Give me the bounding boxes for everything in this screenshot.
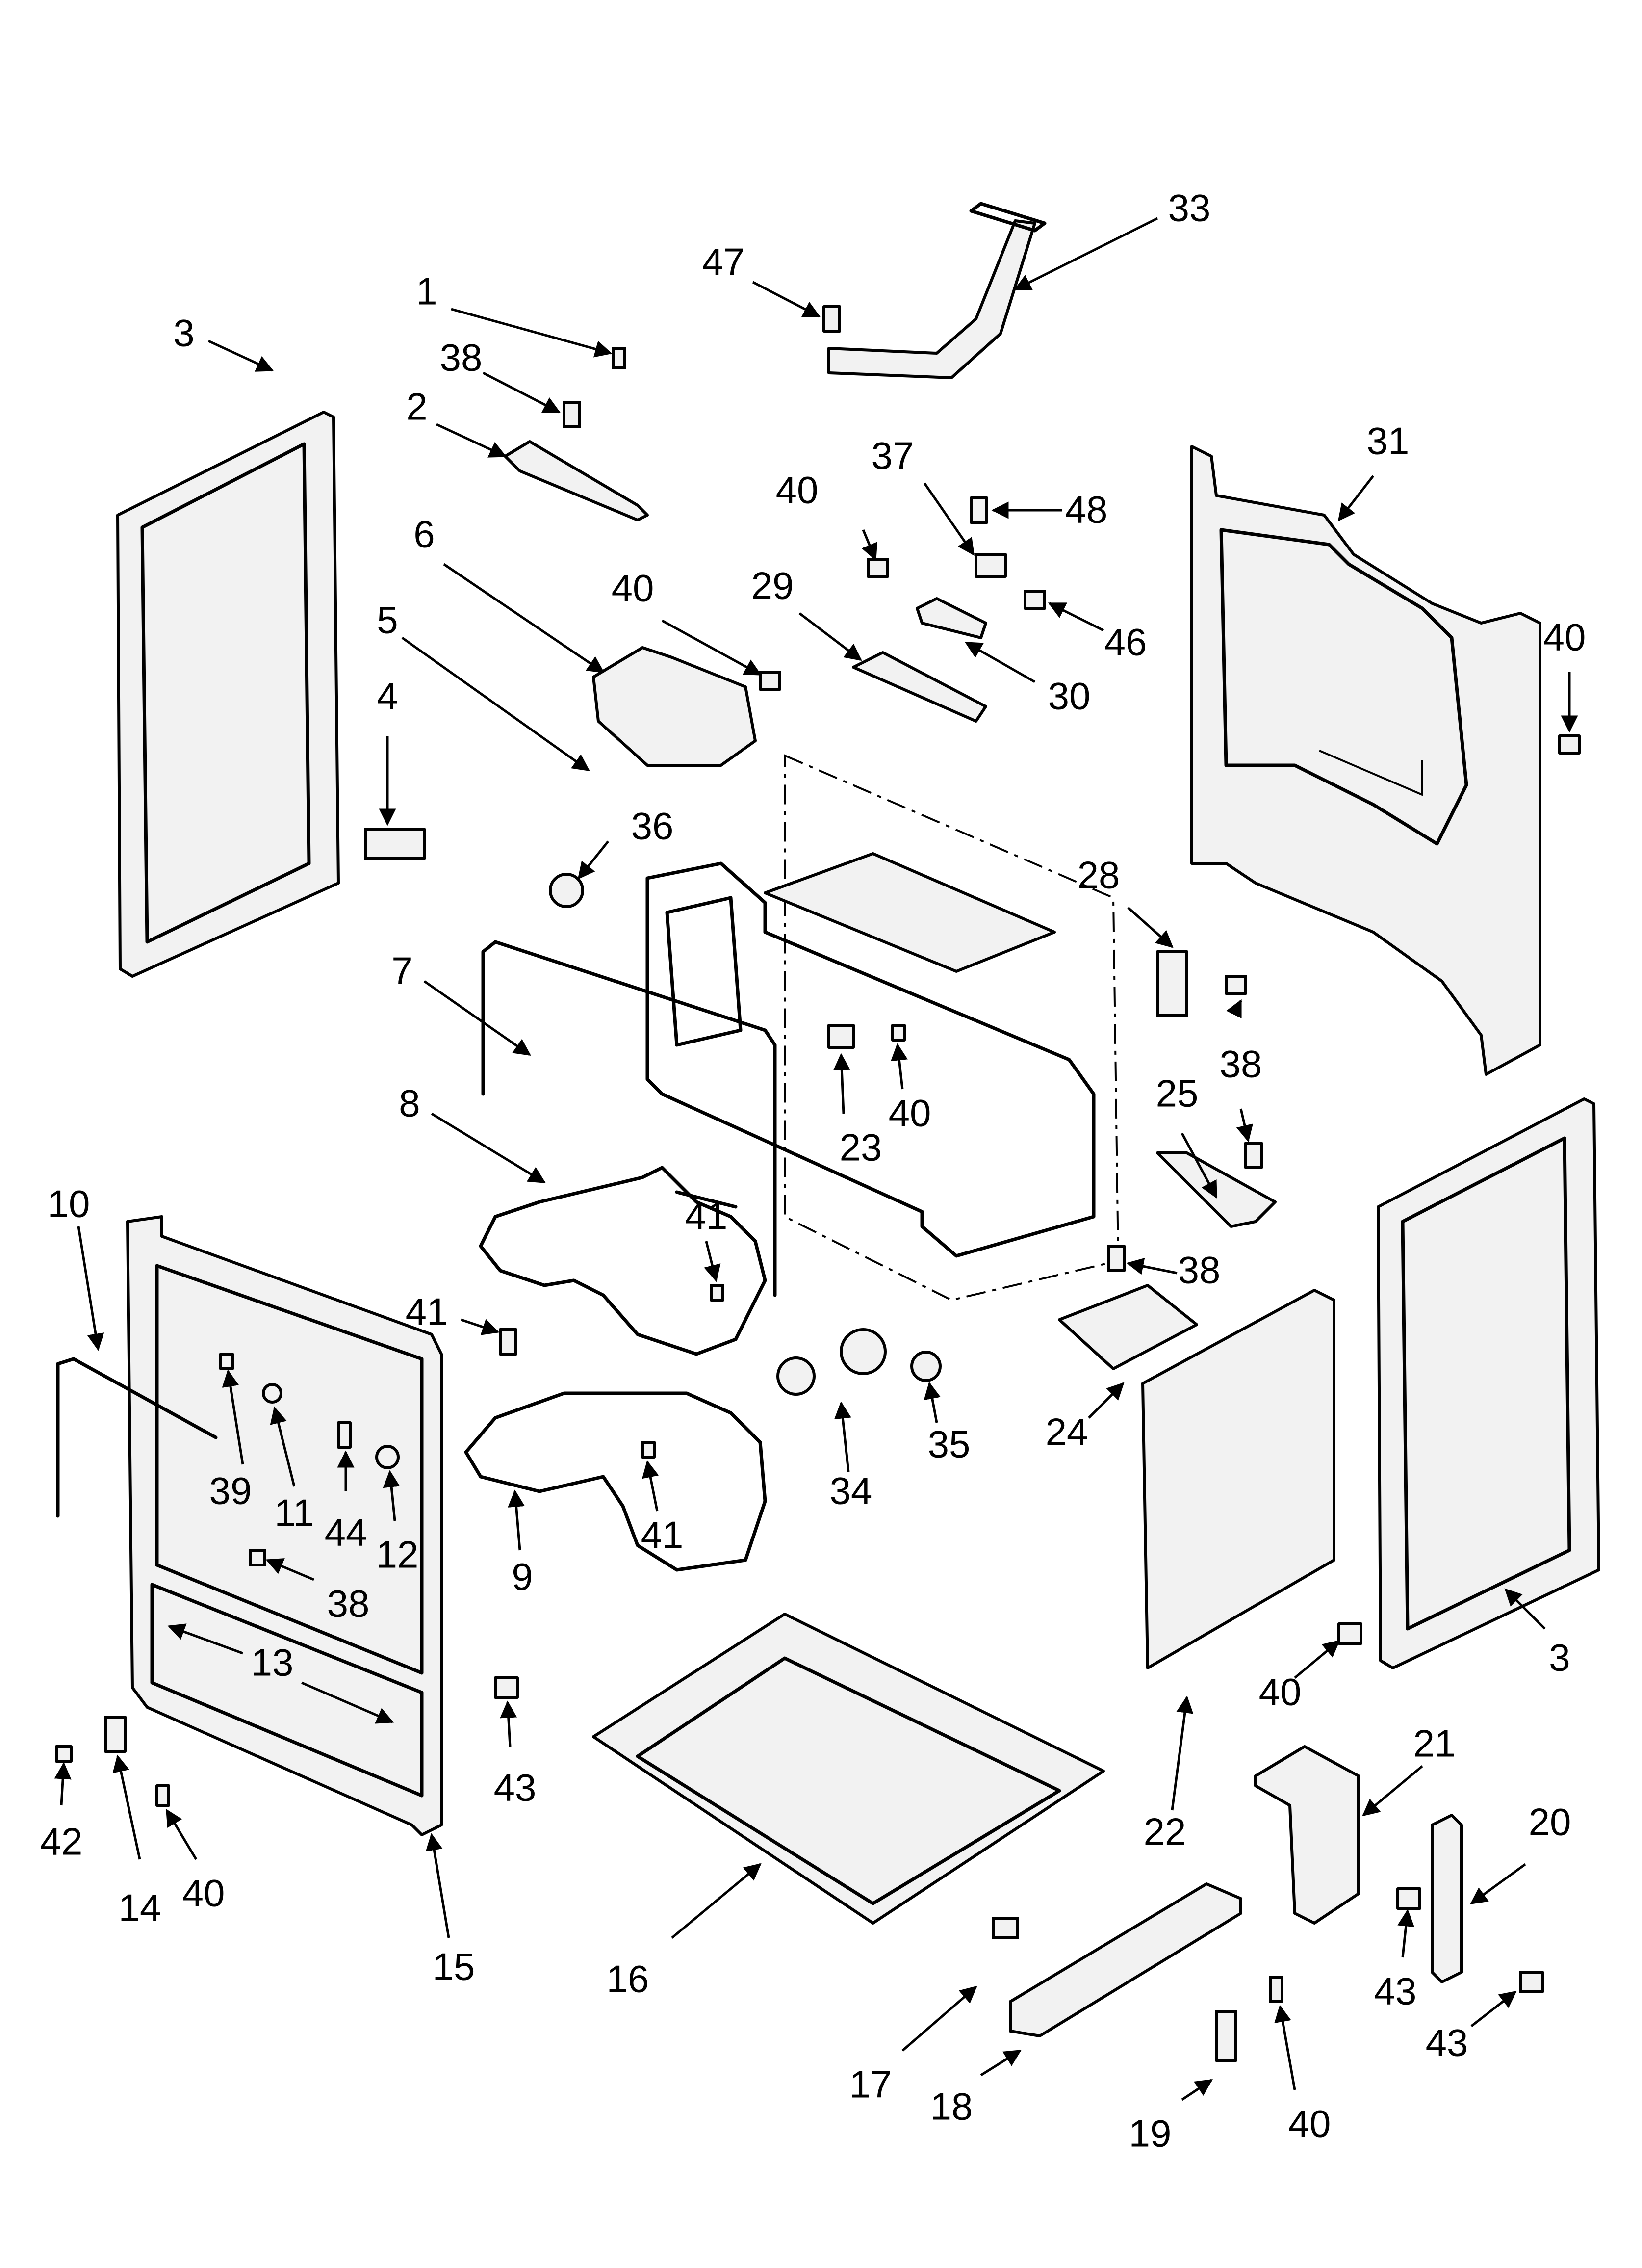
callout-40: 40 <box>182 1872 225 1915</box>
bracket-21 <box>1254 1745 1360 1925</box>
broil-element <box>464 1391 767 1572</box>
callout-22: 22 <box>1144 1810 1186 1853</box>
callout-35: 35 <box>928 1423 971 1466</box>
callout-36: 36 <box>631 805 674 848</box>
mounting-plate <box>1058 1284 1198 1370</box>
callout-12: 12 <box>376 1533 419 1576</box>
callout-34: 34 <box>830 1469 872 1512</box>
callout-48: 48 <box>1065 488 1108 531</box>
callout-3: 3 <box>1549 1636 1570 1679</box>
front-frame <box>126 1215 443 1836</box>
callout-40: 40 <box>776 469 819 512</box>
callout-28: 28 <box>1078 854 1120 897</box>
callout-7: 7 <box>391 949 412 992</box>
callout-38: 38 <box>1178 1249 1221 1292</box>
callout-3: 3 <box>173 312 194 355</box>
callout-9: 9 <box>512 1555 533 1598</box>
callout-4: 4 <box>377 675 398 718</box>
callout-30: 30 <box>1048 675 1091 718</box>
wire <box>56 1357 218 1518</box>
cooktop-support <box>827 202 1047 379</box>
callout-38: 38 <box>440 336 483 379</box>
callout-40: 40 <box>1543 616 1586 659</box>
callout-6: 6 <box>413 513 435 556</box>
rear-panel <box>1190 445 1541 1076</box>
callout-25: 25 <box>1156 1072 1199 1115</box>
right-side-panel <box>1377 1097 1600 1669</box>
callout-10: 10 <box>48 1182 90 1225</box>
callout-19: 19 <box>1129 2112 1172 2155</box>
burner-bracket <box>504 440 649 521</box>
callout-23: 23 <box>840 1126 882 1169</box>
callout-47: 47 <box>702 240 745 284</box>
callout-38: 38 <box>327 1582 370 1625</box>
callout-41: 41 <box>406 1290 448 1333</box>
control-module <box>592 646 757 767</box>
leader-lines <box>54 217 1578 2101</box>
callout-46: 46 <box>1104 621 1147 664</box>
callout-11: 11 <box>275 1491 314 1535</box>
callout-41: 41 <box>685 1195 728 1238</box>
callout-1: 1 <box>416 270 437 313</box>
callout-37: 37 <box>872 434 914 477</box>
callout-2: 2 <box>406 385 427 428</box>
callout-42: 42 <box>40 1820 83 1863</box>
callout-43: 43 <box>494 1766 537 1809</box>
callout-20: 20 <box>1529 1800 1571 1844</box>
callout-5: 5 <box>377 599 398 642</box>
callout-17: 17 <box>849 2063 892 2106</box>
bake-element <box>479 1166 767 1356</box>
callout-40: 40 <box>612 567 654 610</box>
oven-rack-rod <box>481 940 777 1297</box>
callout-43: 43 <box>1426 2021 1468 2064</box>
callout-38: 38 <box>1220 1043 1262 1086</box>
bracket-20 <box>1431 1814 1463 1983</box>
callout-39: 39 <box>209 1469 252 1512</box>
callout-40: 40 <box>1288 2102 1331 2145</box>
callout-44: 44 <box>325 1511 367 1554</box>
callout-18: 18 <box>930 2085 973 2128</box>
callout-40: 40 <box>889 1092 931 1135</box>
screws <box>55 305 1581 2003</box>
parts-layer <box>54 202 1600 2101</box>
access-panel <box>1141 1289 1335 1669</box>
callout-16: 16 <box>607 1957 649 2001</box>
callout-43: 43 <box>1374 1970 1417 2013</box>
bottom-pan <box>592 1613 1105 1925</box>
callout-15: 15 <box>433 1945 475 1988</box>
leveling-bracket <box>1009 1882 1242 2037</box>
callout-33: 33 <box>1168 186 1211 230</box>
callout-31: 31 <box>1367 419 1410 463</box>
callout-14: 14 <box>119 1886 161 1929</box>
callout-labels: 1 2 3 3 4 5 6 7 8 9 10 11 12 13 14 15 16… <box>40 186 1586 2155</box>
callout-13: 13 <box>251 1641 294 1684</box>
callout-8: 8 <box>399 1082 420 1125</box>
left-side-panel <box>116 411 340 978</box>
callout-21: 21 <box>1413 1722 1456 1765</box>
callout-29: 29 <box>751 564 794 607</box>
small-hardware <box>104 347 1237 2062</box>
callout-40: 40 <box>1259 1670 1302 1714</box>
callout-41: 41 <box>641 1513 684 1557</box>
callout-24: 24 <box>1046 1410 1088 1454</box>
terminal-blocks <box>852 597 987 723</box>
